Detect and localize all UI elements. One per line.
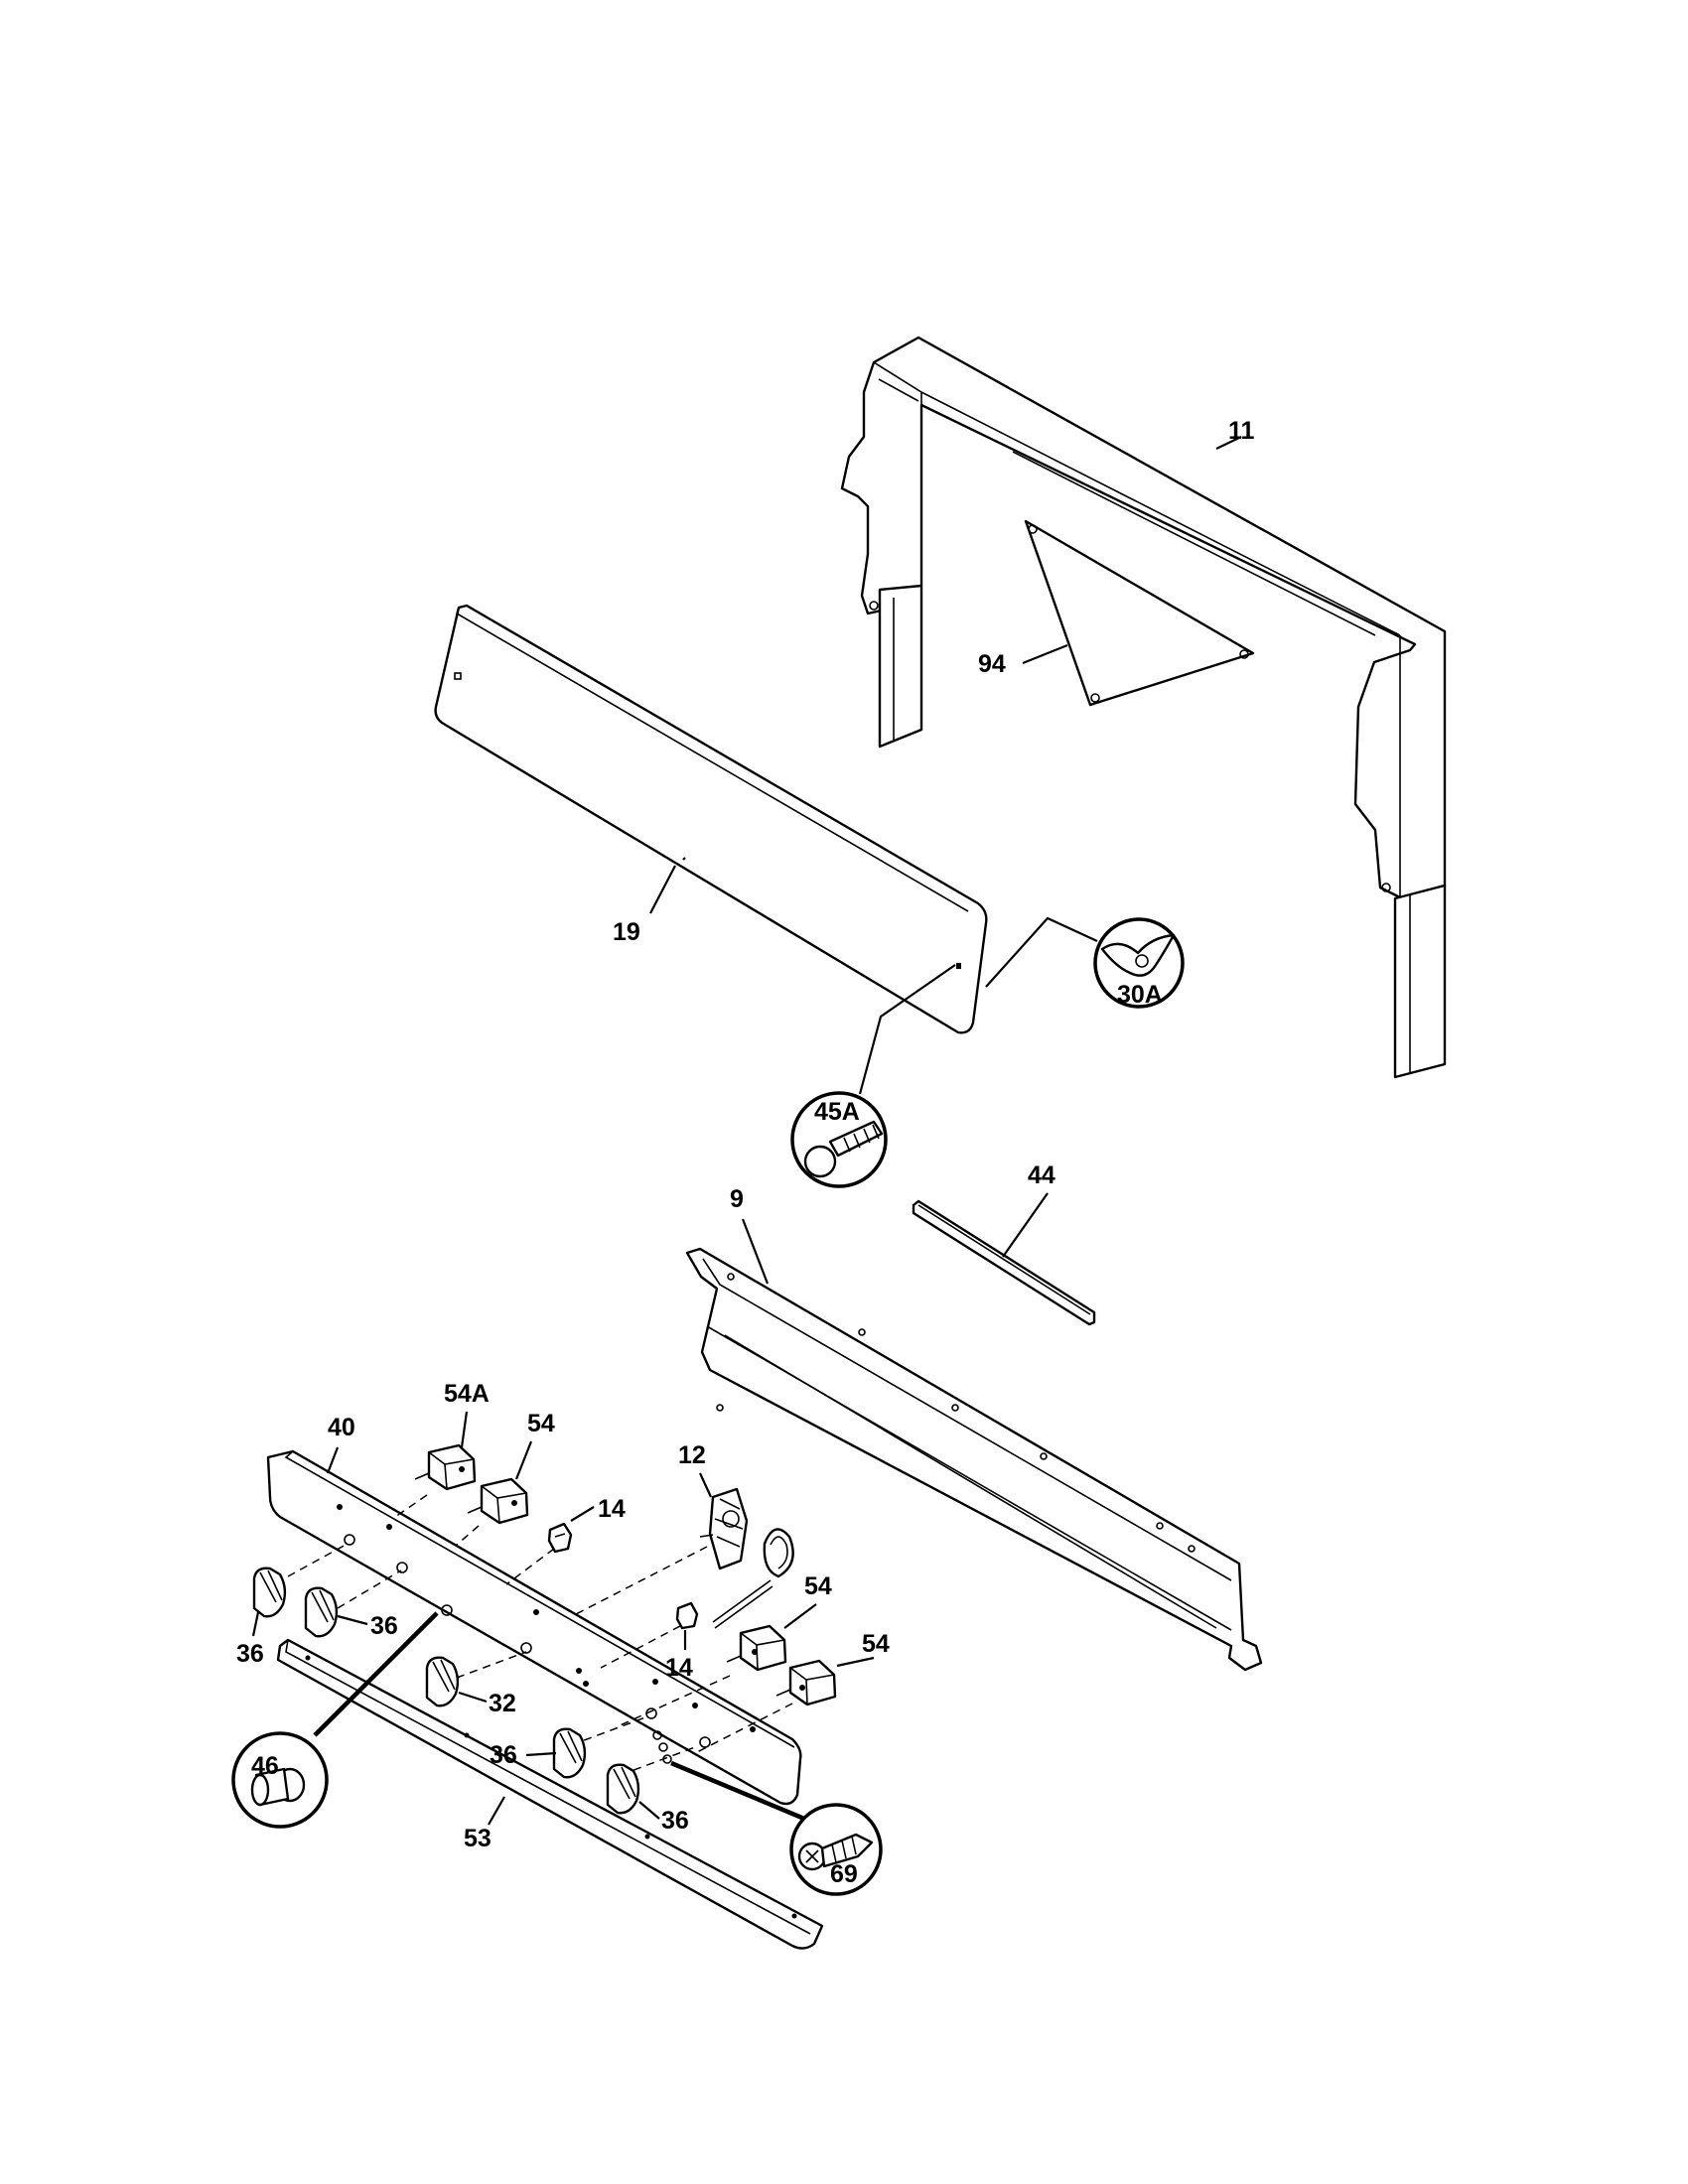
label-36-d: 36 bbox=[661, 1807, 689, 1835]
part-36-knob-c bbox=[525, 1727, 587, 1779]
label-54-mid: 54 bbox=[804, 1572, 832, 1600]
label-44: 44 bbox=[1028, 1161, 1055, 1189]
part-54-switch-mid bbox=[726, 1603, 817, 1672]
callout-46-plug bbox=[231, 1611, 439, 1829]
part-12-thermostat bbox=[699, 1472, 794, 1629]
part-54a-switch bbox=[414, 1411, 477, 1491]
part-14-clip-bottom bbox=[675, 1601, 699, 1650]
label-54a: 54A bbox=[444, 1380, 490, 1408]
label-12: 12 bbox=[678, 1441, 706, 1469]
part-44-strip bbox=[912, 1192, 1096, 1326]
label-54-top: 54 bbox=[527, 1410, 555, 1437]
label-36-c: 36 bbox=[490, 1741, 517, 1769]
label-14-top: 14 bbox=[598, 1495, 626, 1523]
label-32: 32 bbox=[489, 1690, 516, 1717]
part-94-bracket bbox=[1022, 519, 1255, 707]
part-54-switch-top bbox=[467, 1440, 533, 1525]
part-53-trim bbox=[276, 1638, 824, 1950]
part-9-manifold-panel bbox=[685, 1218, 1263, 1672]
label-69: 69 bbox=[830, 1860, 858, 1888]
part-36-knob-b bbox=[304, 1586, 368, 1638]
callout-45a-bolt bbox=[790, 964, 956, 1188]
label-9: 9 bbox=[730, 1185, 744, 1213]
label-14-bottom: 14 bbox=[665, 1654, 693, 1682]
label-40: 40 bbox=[328, 1414, 355, 1441]
label-36-b: 36 bbox=[370, 1612, 398, 1640]
label-94: 94 bbox=[978, 650, 1006, 678]
part-40-control-panel bbox=[266, 1446, 802, 1806]
part-14-clip-top bbox=[547, 1506, 595, 1554]
part-labels: 11 94 19 30A 45A 44 9 54A 54 40 12 14 14… bbox=[236, 417, 1255, 1888]
label-30a: 30A bbox=[1117, 981, 1163, 1009]
label-53: 53 bbox=[464, 1825, 492, 1852]
label-19: 19 bbox=[613, 918, 640, 946]
label-11: 11 bbox=[1228, 417, 1255, 445]
label-54-right: 54 bbox=[862, 1630, 890, 1658]
label-36-a: 36 bbox=[236, 1640, 264, 1668]
part-54-switch-right bbox=[775, 1656, 875, 1706]
part-32-knob bbox=[425, 1656, 488, 1707]
label-46: 46 bbox=[251, 1752, 279, 1780]
part-11-rear-frame bbox=[840, 336, 1447, 1079]
callout-30a-wing-nut bbox=[985, 916, 1185, 1009]
part-36-knob-a bbox=[251, 1567, 287, 1637]
callout-69-screw bbox=[652, 1730, 883, 1896]
label-45a: 45A bbox=[814, 1098, 860, 1126]
part-19-back-panel bbox=[434, 604, 988, 1034]
part-36-knob-d bbox=[606, 1763, 660, 1820]
assembly-dash-lines bbox=[287, 1494, 793, 1776]
